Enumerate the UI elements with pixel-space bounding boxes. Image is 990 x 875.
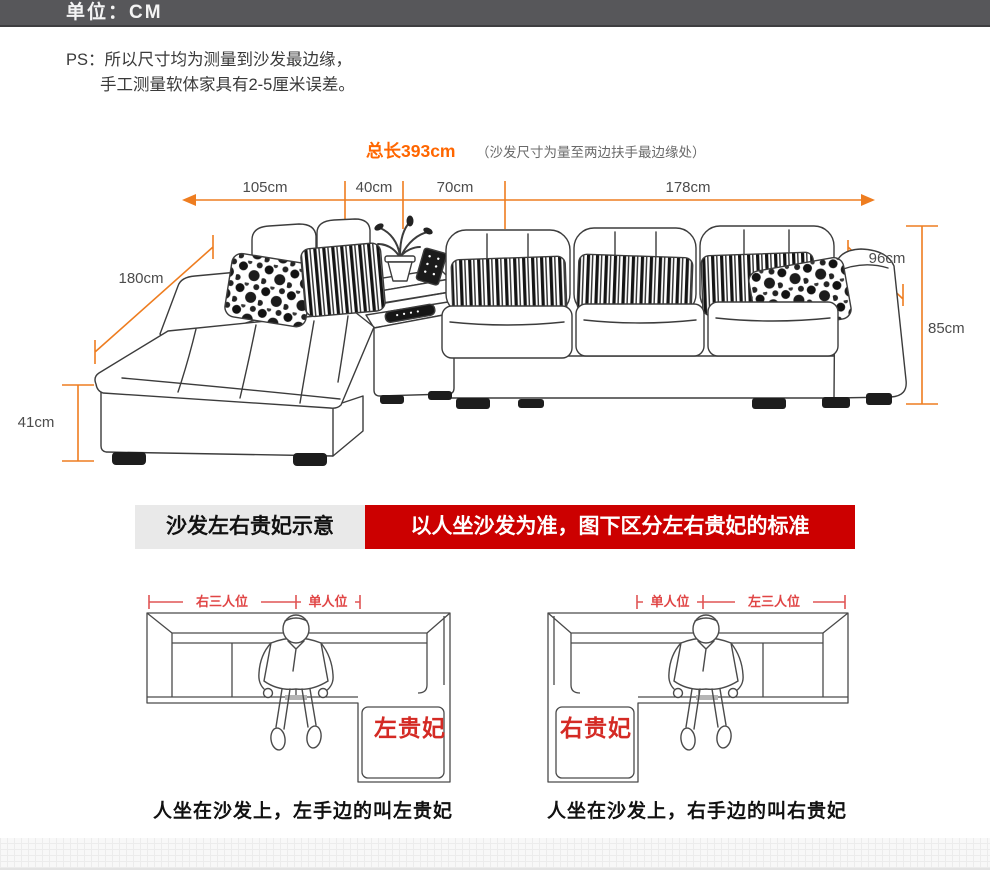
striped-pillow <box>300 242 386 318</box>
left-diagram-three-seat-label: 右三人位 <box>183 594 261 610</box>
section-title: 沙发左右贵妃示意 <box>135 505 365 549</box>
ps-note: PS：所以尺寸均为测量到沙发最边缘， 手工测量软体家具有2-5厘米误差。 <box>66 48 355 98</box>
arrow-right-icon <box>861 194 875 206</box>
fabric-texture-band <box>0 838 990 870</box>
dim-96: 96cm <box>868 250 906 267</box>
dim-40: 40cm <box>355 179 393 196</box>
right-chaise-label: 右贵妃 <box>560 715 632 741</box>
remote-panel <box>415 247 447 286</box>
sofa-top-view <box>146 612 451 783</box>
dim-180: 180cm <box>118 270 164 287</box>
chaise-seat <box>94 311 375 409</box>
unit-bar: 单位：CM <box>0 0 990 27</box>
remote <box>384 303 436 323</box>
dim-85: 85cm <box>928 320 965 337</box>
total-length-row: 总长393cm （沙发尺寸为量至两边扶手最边缘处） <box>366 138 705 163</box>
right-diagram-three-seat-label: 左三人位 <box>735 594 813 610</box>
dim-41: 41cm <box>17 414 55 431</box>
sofa-legs <box>112 391 892 466</box>
ps-note-line2: 手工测量软体家具有2-5厘米误差。 <box>100 76 355 94</box>
seat-cushions <box>441 301 839 359</box>
total-length-note: （沙发尺寸为量至两边扶手最边缘处） <box>475 145 706 160</box>
unit-bar-title: 单位：CM <box>66 2 163 23</box>
left-diagram-caption: 人坐在沙发上，左手边的叫左贵妃 <box>152 801 453 822</box>
sofa-line-drawing <box>62 181 938 466</box>
left-chaise-label: 左贵妃 <box>374 715 446 741</box>
left-diagram-single-seat-label: 单人位 <box>301 594 355 610</box>
chaise-base <box>100 390 334 457</box>
section-banner: 以人坐沙发为准，图下区分左右贵妃的标准 <box>365 505 855 549</box>
right-diagram-single-seat-label: 单人位 <box>643 594 697 610</box>
person-figure <box>668 614 744 751</box>
sofa <box>94 215 907 466</box>
right-diagram-caption: 人坐在沙发上，右手边的叫右贵妃 <box>546 801 847 822</box>
dim-70: 70cm <box>436 179 474 196</box>
sofa-base <box>435 355 839 399</box>
plant <box>374 215 433 282</box>
dim-178: 178cm <box>665 179 711 196</box>
dim-105: 105cm <box>242 179 288 196</box>
right-chaise-diagram <box>547 595 849 783</box>
right-armrest <box>833 248 907 399</box>
total-length-value: 总长393cm <box>366 141 456 161</box>
ps-note-line1: PS：所以尺寸均为测量到沙发最边缘， <box>66 51 353 69</box>
arrow-left-icon <box>182 194 196 206</box>
person-figure <box>258 614 334 751</box>
left-chaise-diagram <box>146 595 451 783</box>
